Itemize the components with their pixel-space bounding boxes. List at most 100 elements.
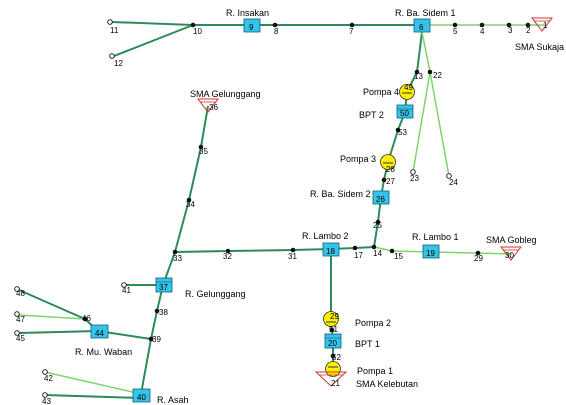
tank-bpt-2[interactable]: 50 [396,104,414,119]
tank-r-lambo-1[interactable]: 19 [422,244,440,259]
junction-4[interactable] [479,22,485,28]
junction-46[interactable] [82,316,88,322]
junction-33[interactable] [172,249,178,255]
node-label-42: 42 [44,374,53,383]
junction-38[interactable] [154,308,160,314]
reservoir-sma-gobleg[interactable]: 30 [499,246,523,261]
pipe-22-23[interactable] [412,71,431,173]
end-node-42[interactable] [42,369,48,375]
junction-2[interactable] [525,22,531,28]
label-r-lambo-2: R. Lambo 2 [302,231,349,241]
end-node-12[interactable] [109,53,115,59]
pipe-45-44[interactable] [18,330,99,334]
pipes [18,21,545,399]
junction-25[interactable] [375,219,381,225]
node-label-9: 9 [249,23,254,32]
tank-r-gelunggang[interactable]: 37 [155,277,173,293]
tank-bpt-1[interactable]: 20 [324,333,342,349]
junction-29[interactable] [475,250,481,256]
junction-8[interactable] [272,22,278,28]
label-r-asah: R. Asah [157,395,189,405]
junction-13[interactable] [414,69,420,75]
pump-pompa-1[interactable]: 52 [325,353,342,377]
pipe-47-46[interactable] [18,314,86,320]
pipe-22-24[interactable] [429,71,450,177]
junction-22[interactable] [427,69,433,75]
junction-51[interactable] [329,327,335,333]
node-label-36: 36 [209,103,218,112]
node-label-20: 20 [328,339,337,348]
tank-r-ba-sidem-1[interactable]: 6 [413,18,431,33]
pump-pompa-2[interactable]: 29 [323,311,340,327]
pipe-48-46[interactable] [18,289,86,320]
pump-pompa-3[interactable]: 28 [380,154,396,175]
node-label-14: 14 [373,249,382,258]
pump-pompa-4[interactable]: 49 [399,83,415,100]
pipe-42-40[interactable] [44,371,142,395]
junction-14[interactable] [371,244,377,250]
tank-r-insakan[interactable]: 9 [243,18,261,33]
pipe-15-30[interactable] [391,250,513,255]
end-node-24[interactable] [446,173,452,179]
label-r-ba-sidem-1: R. Ba. Sidem 1 [395,8,456,18]
tank-r-lambo-2[interactable]: 18 [322,242,340,257]
label-r-mu-waban: R. Mu. Waban [75,347,132,357]
pipe-32-31[interactable] [227,249,294,252]
pipe-11-10[interactable] [111,21,194,26]
junction-7[interactable] [349,22,355,28]
pipe-43-40[interactable] [44,394,142,399]
node-label-3: 3 [508,26,513,35]
node-label-50: 50 [400,109,409,118]
node-label-34: 34 [186,200,195,209]
pipe-25-14[interactable] [373,221,379,248]
node-label-47: 47 [16,315,25,324]
end-node-23[interactable] [410,169,416,175]
node-label-2: 2 [526,26,531,35]
tank-r-mu-waban[interactable]: 44 [90,324,109,339]
tank-r-asah[interactable]: 40 [132,388,151,403]
junction-10[interactable] [190,22,196,28]
pipe-14-15[interactable] [373,246,393,252]
reservoir-sma-sukaja[interactable]: 1 [530,17,554,32]
pipe-35-36[interactable] [200,105,209,148]
junction-34[interactable] [186,197,192,203]
junction-27[interactable] [381,177,387,183]
junction-5[interactable] [452,22,458,28]
tank-r-ba-sidem-2[interactable]: 26 [372,190,390,205]
pipe-12-10[interactable] [113,24,194,57]
node-label-1: 1 [543,21,548,30]
node-label-4: 4 [480,27,485,36]
reservoir-sma-kelebutan[interactable]: 21 [314,371,348,388]
pipe-33-32[interactable] [174,250,229,253]
junction-15[interactable] [389,248,395,254]
junction-17[interactable] [352,245,358,251]
end-node-47[interactable] [14,311,20,317]
junction-32[interactable] [225,248,231,254]
end-node-48[interactable] [14,286,20,292]
pipe-17-14[interactable] [354,246,375,249]
reservoirs: 1 36 30 21 [196,17,554,388]
pipe-6-22[interactable] [421,31,431,73]
reservoir-sma-gelunggang[interactable]: 36 [196,98,220,113]
tanks: 9 6 50 26 18 19 37 44 [90,18,440,403]
end-node-11[interactable] [107,19,113,25]
pipe-6-13[interactable] [416,31,423,73]
label-pompa-1: Pompa 1 [357,366,393,376]
node-label-10: 10 [193,27,202,36]
junction-52[interactable] [330,353,336,359]
junction-31[interactable] [290,247,296,253]
end-node-41[interactable] [121,282,127,288]
junction-53[interactable] [395,127,401,133]
node-label-37: 37 [159,283,168,292]
component-labels: R. Insakan R. Ba. Sidem 1 SMA Sukaja Pom… [75,8,564,405]
pipe-34-35[interactable] [188,146,202,201]
end-node-45[interactable] [14,330,20,336]
junction-35[interactable] [198,144,204,150]
label-sma-gobleg: SMA Gobleg [486,235,537,245]
junction-3[interactable] [506,22,512,28]
end-node-43[interactable] [42,392,48,398]
pipe-39-40[interactable] [140,338,152,395]
pipe-38-39[interactable] [150,310,158,340]
pipe-33-34[interactable] [174,199,190,253]
junction-39[interactable] [148,336,154,342]
